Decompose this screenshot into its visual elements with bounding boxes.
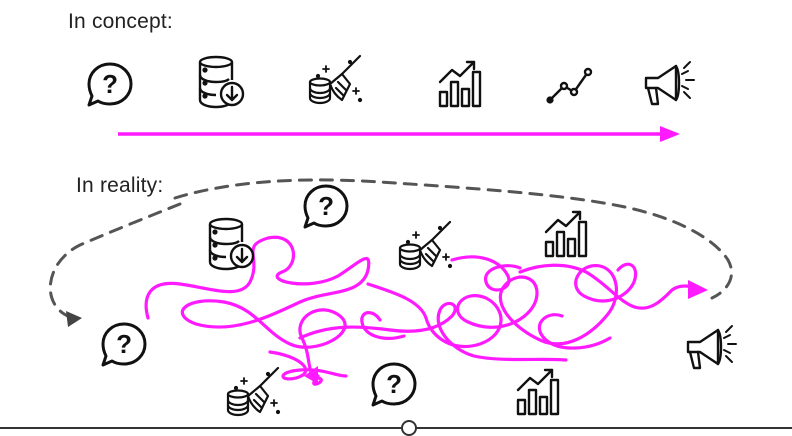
bar-chart-icon	[438, 60, 482, 108]
database-download-icon	[198, 55, 245, 109]
megaphone-icon	[644, 60, 696, 106]
line-chart-icon	[546, 67, 593, 104]
megaphone-icon	[686, 324, 738, 370]
tangled-arrowhead-left	[304, 366, 318, 384]
dashed-loop	[48, 202, 182, 319]
svg-text:?: ?	[102, 69, 118, 99]
tangled-arrowhead	[688, 280, 708, 299]
database-broom-icon	[226, 366, 281, 417]
question-icon: ?	[101, 322, 147, 367]
svg-text:?: ?	[116, 329, 132, 359]
tangled-path	[144, 235, 700, 386]
concept-row: ?	[87, 54, 696, 142]
reality-label: In reality:	[76, 174, 164, 197]
svg-text:?: ?	[318, 191, 334, 221]
bar-chart-icon	[516, 368, 560, 416]
database-broom-icon	[398, 220, 453, 271]
database-download-icon	[208, 217, 255, 271]
database-broom-icon	[308, 54, 363, 105]
question-icon: ?	[303, 184, 349, 229]
baseline-marker	[401, 420, 417, 436]
question-icon: ?	[371, 362, 417, 407]
concept-label: In concept:	[68, 10, 173, 33]
bar-chart-icon	[544, 210, 588, 258]
reality-section: ? ? ?	[0, 178, 792, 436]
concept-arrow	[118, 126, 680, 142]
question-icon: ?	[87, 62, 133, 107]
svg-text:?: ?	[386, 369, 402, 399]
